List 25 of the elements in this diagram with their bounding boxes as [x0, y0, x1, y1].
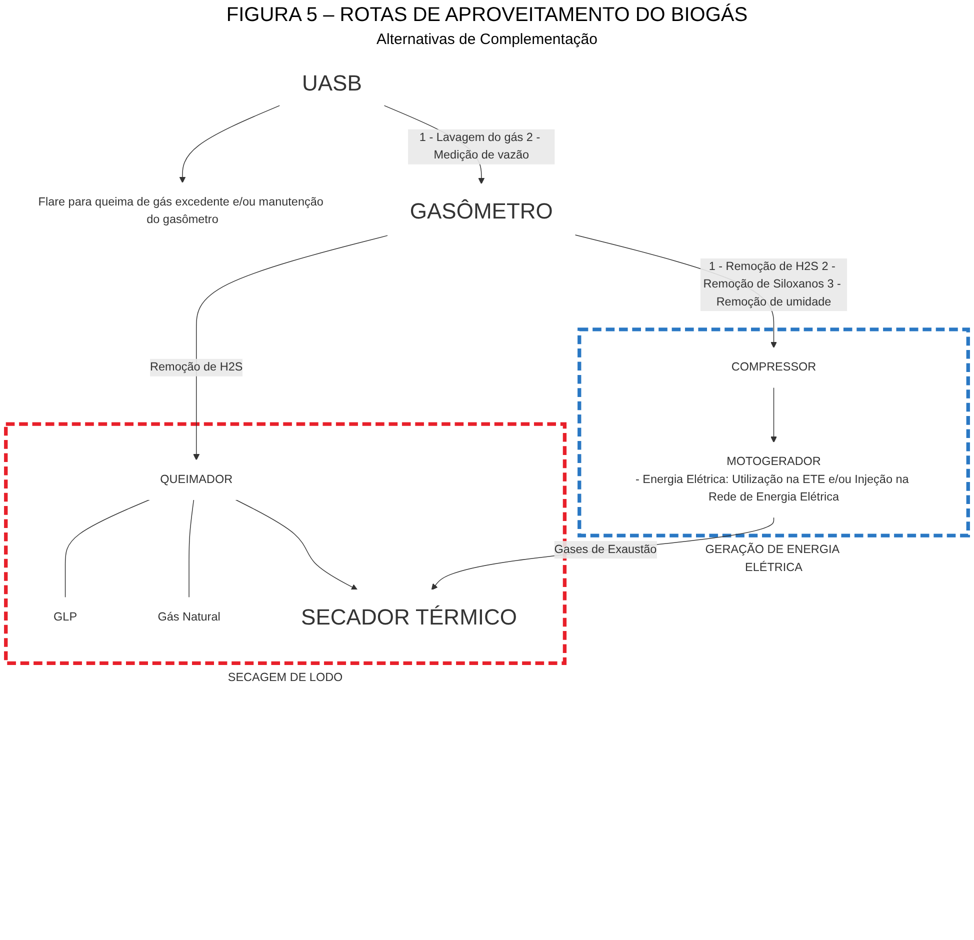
node-text: Gás Natural	[158, 610, 220, 624]
node-label: GERAÇÃO DE ENERGIA ELÉTRICA	[705, 544, 839, 574]
node-label: SECAGEM DE LODO	[228, 671, 343, 684]
node-text: UASB	[302, 71, 362, 96]
arrow	[193, 235, 388, 460]
arrow	[770, 387, 777, 443]
figure-title: FIGURA 5 – ROTAS DE APROVEITAMENTO DO BIOGÁS	[225, 4, 749, 27]
connector	[64, 499, 150, 598]
node-text: GASÔMETRO	[410, 199, 553, 224]
arrow	[235, 499, 358, 590]
node-text: QUEIMADOR	[160, 473, 233, 486]
node-text: SECADOR TÉRMICO	[301, 605, 518, 630]
edge-label: Remoção de H2S	[150, 361, 243, 374]
note-text: Alternativas de Complementação	[376, 31, 598, 48]
arrow	[431, 516, 774, 590]
node-text: GLP	[54, 610, 78, 624]
edge-label: 1 - Lavagem do gás 2 - Medição de vazão	[419, 131, 540, 162]
node-text: COMPRESSOR	[731, 361, 816, 374]
cluster	[578, 328, 970, 538]
connector	[188, 499, 194, 598]
node-text: Flare para queima de gás excedente e/ou manutenção do gasômetro	[38, 196, 324, 226]
arrow	[179, 105, 280, 184]
node-text: MOTOGERADOR - Energia Elétrica: Utilização na ETE e/ou Injeção na Rede de Energia Elétrica	[635, 456, 909, 504]
edge-label: Gases de Exaustão	[554, 543, 657, 556]
edge-label: 1 - Remoção de H2S 2 - Remoção de Siloxanos 3 - Remoção de umidade	[703, 260, 841, 308]
